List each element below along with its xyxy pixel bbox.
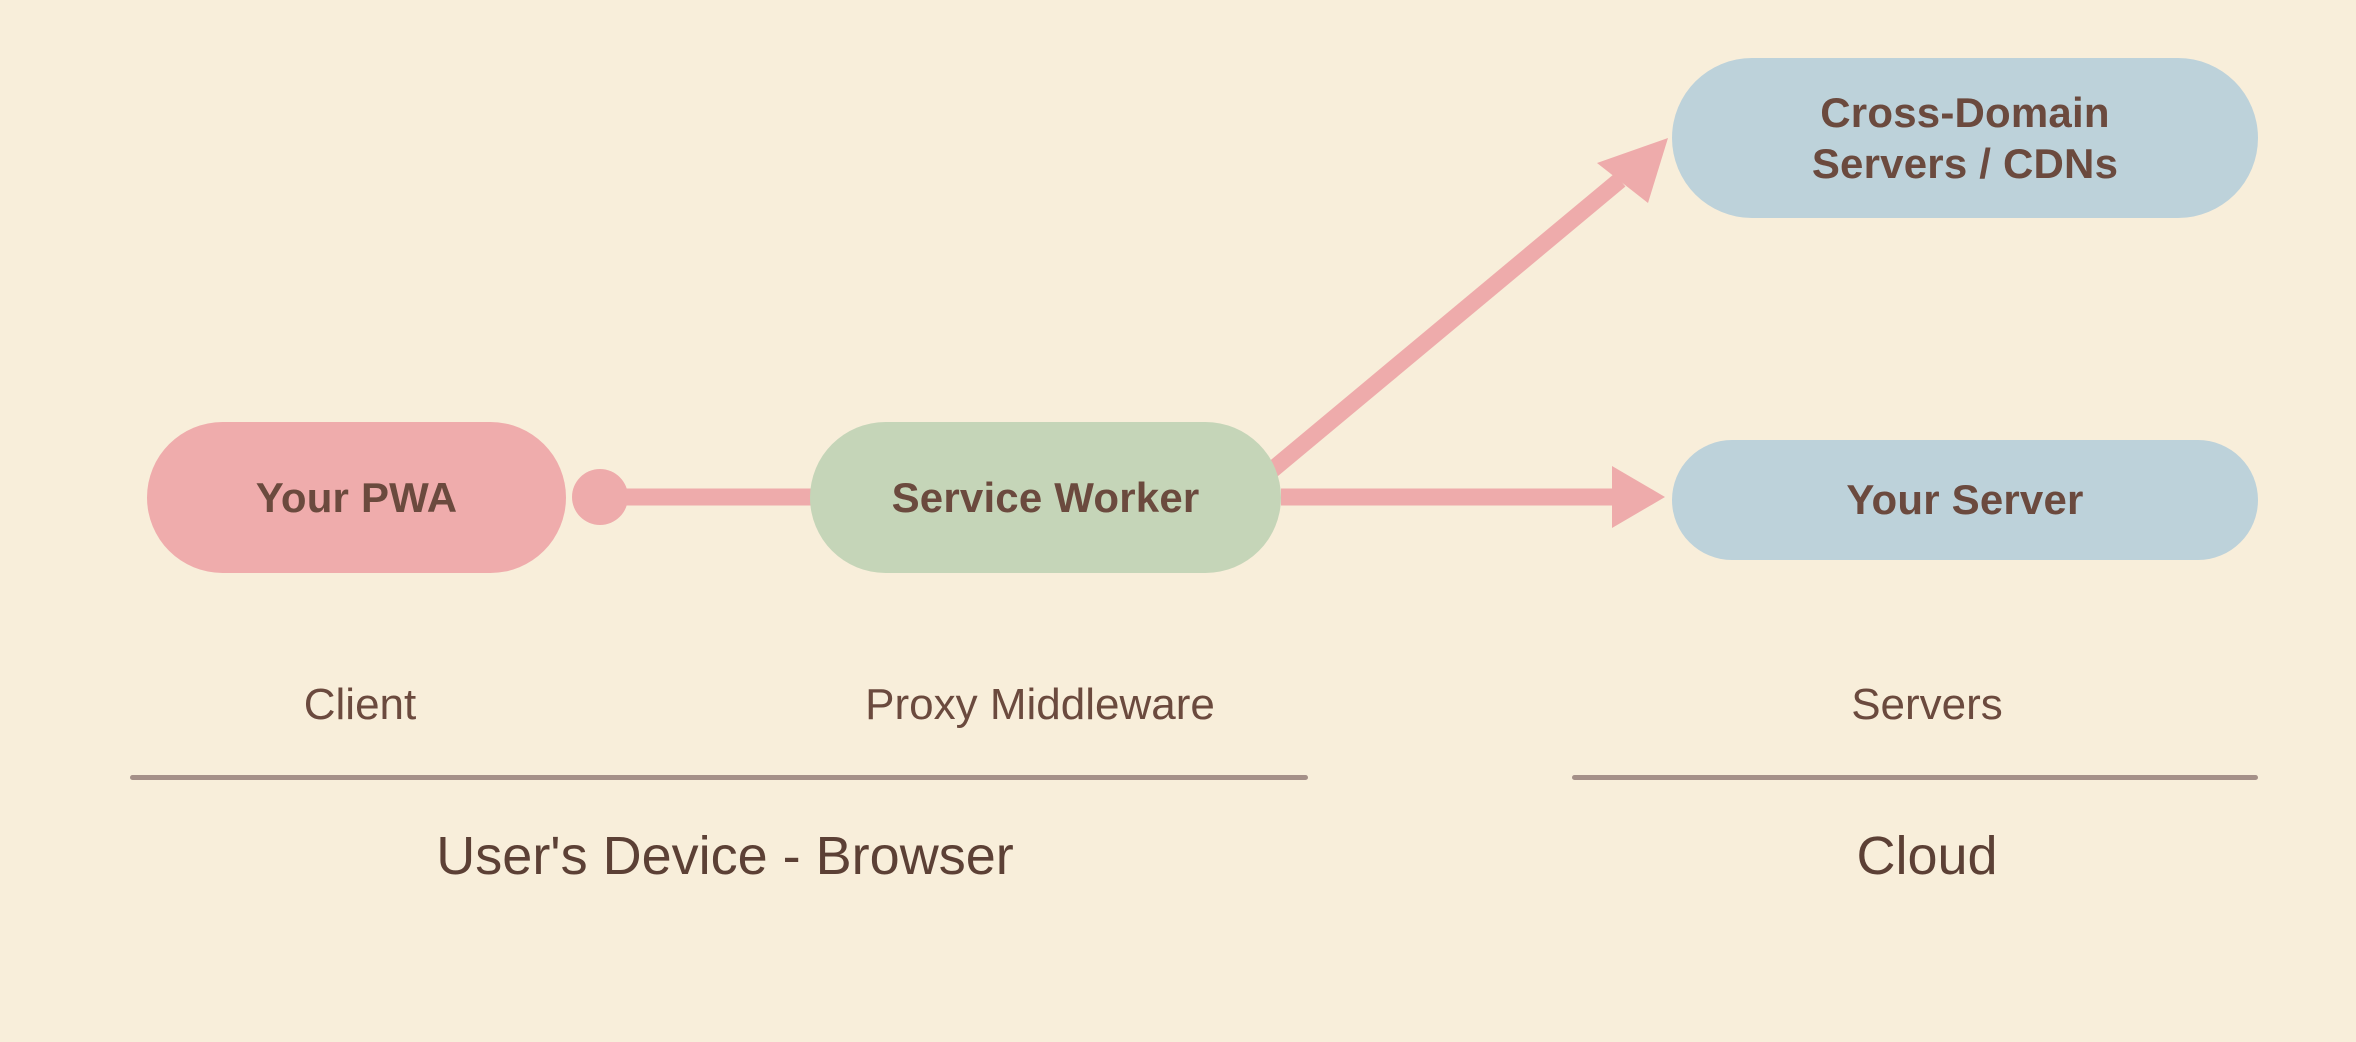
zone-label-user-device: User's Device - Browser bbox=[436, 826, 1014, 886]
group-label-client: Client bbox=[303, 680, 417, 729]
node-your-server[interactable]: Your Server bbox=[1672, 440, 2258, 560]
group-label-proxy-middleware: Proxy Middleware bbox=[865, 680, 1215, 729]
node-cross-domain-servers-label: Cross-Domain Servers / CDNs bbox=[1812, 87, 2118, 189]
connector-service-worker-to-your-server bbox=[1281, 466, 1665, 528]
node-your-pwa-label: Your PWA bbox=[255, 473, 458, 521]
node-cross-domain-servers[interactable]: Cross-Domain Servers / CDNs bbox=[1672, 58, 2258, 218]
node-service-worker[interactable]: Service Worker bbox=[810, 422, 1281, 573]
zone-label-cloud: Cloud bbox=[1856, 826, 1998, 886]
node-your-pwa[interactable]: Your PWA bbox=[147, 422, 566, 573]
group-label-servers: Servers bbox=[1851, 680, 2003, 729]
divider-user-device bbox=[130, 775, 1308, 780]
node-service-worker-label: Service Worker bbox=[891, 473, 1200, 521]
connector-service-worker-to-cross-domain bbox=[1266, 138, 1668, 477]
node-cross-domain-line2: Servers / CDNs bbox=[1811, 140, 2119, 187]
arrowhead-icon-sw-cdn bbox=[1597, 138, 1668, 203]
divider-cloud bbox=[1572, 775, 2258, 780]
connector-pwa-to-service-worker bbox=[572, 469, 815, 525]
node-cross-domain-line1: Cross-Domain bbox=[1820, 88, 2110, 136]
connector-start-dot-icon bbox=[572, 469, 628, 525]
connector-line-sw-cdn bbox=[1266, 173, 1626, 477]
arrowhead-icon-sw-server bbox=[1612, 466, 1665, 528]
node-your-server-label: Your Server bbox=[1846, 476, 2084, 524]
